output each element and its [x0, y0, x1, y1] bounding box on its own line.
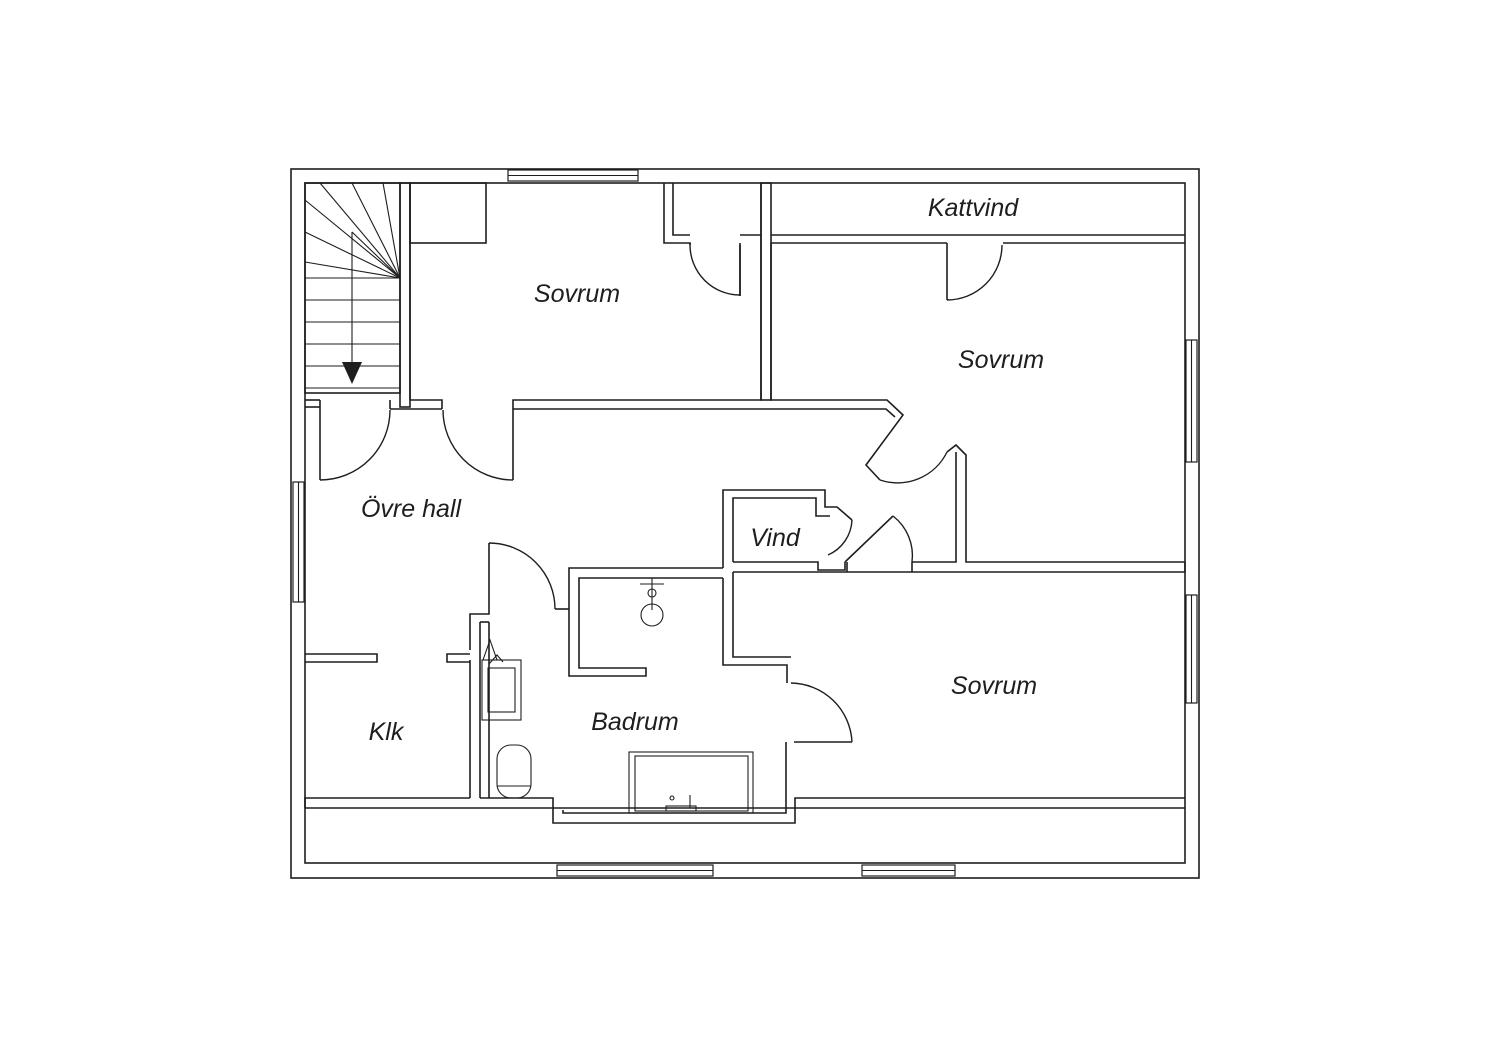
room-label-klk: Klk [369, 718, 405, 746]
bathtub-icon [628, 751, 754, 814]
room-label-bedroom-top-left: Sovrum [534, 280, 620, 308]
room-label-kattvind: Kattvind [928, 194, 1019, 222]
room-label-upper-hall: Övre hall [361, 495, 462, 523]
shower-icon [640, 578, 664, 627]
bathroom-walls [304, 542, 1185, 824]
kattvind-walls [760, 182, 1185, 401]
room-label-bathroom: Badrum [591, 708, 679, 736]
toilet-icon [496, 744, 532, 799]
klk-walls [305, 653, 470, 663]
bedroom-right-walls [513, 243, 1186, 573]
hall-doors [305, 399, 514, 481]
windows [292, 169, 1198, 877]
vind-walls [722, 489, 914, 572]
room-label-bedroom-bottom-right: Sovrum [951, 672, 1037, 700]
stairs-down-arrow-icon [342, 362, 362, 384]
room-label-bedroom-right: Sovrum [958, 346, 1044, 374]
sink-icon [481, 638, 522, 721]
staircase [304, 182, 401, 394]
room-label-vind: Vind [750, 524, 801, 552]
outer-walls [290, 168, 1200, 879]
